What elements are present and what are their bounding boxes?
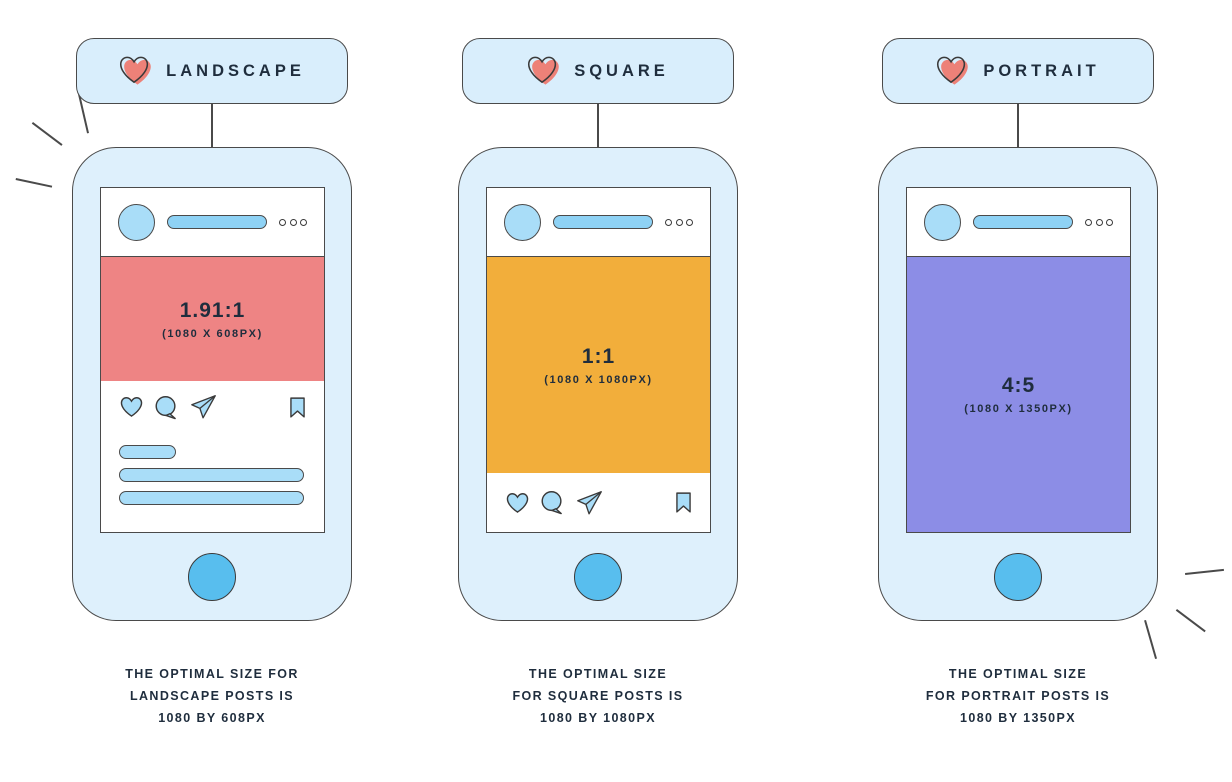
caption-line: FOR SQUARE POSTS IS: [512, 689, 684, 703]
connector-line: [1017, 104, 1019, 147]
heart-sticker-icon: [937, 56, 969, 85]
pixel-dimensions-text: (1080 X 1080PX): [544, 373, 653, 386]
burst-stroke: [15, 178, 53, 188]
home-button: [994, 553, 1042, 601]
avatar: [504, 203, 541, 241]
aspect-ratio-text: 1.91:1: [179, 298, 246, 322]
bookmark-icon: [676, 492, 691, 513]
comment-icon: [541, 491, 562, 515]
instagram-post-mockup: 1.91:1 (1080 X 608PX): [100, 187, 325, 533]
label-text: LANDSCAPE: [166, 61, 305, 80]
post-media-area: 1:1 (1080 X 1080PX): [487, 257, 710, 473]
avatar: [924, 203, 961, 241]
caption-line: 1080 BY 1080PX: [540, 711, 656, 725]
instagram-post-mockup: 1:1 (1080 X 1080PX): [486, 187, 711, 533]
caption-line: 1080 BY 1350PX: [960, 711, 1076, 725]
burst-stroke: [31, 122, 63, 146]
caption: THE OPTIMAL SIZE FOR SQUARE POSTS IS 108…: [458, 663, 738, 729]
heart-sticker-icon: [120, 56, 151, 85]
more-options-icon: [665, 218, 693, 226]
username-placeholder-bar: [167, 215, 267, 229]
placeholder-pill: [119, 491, 304, 505]
burst-stroke: [1185, 568, 1224, 575]
instagram-post-mockup: 4:5 (1080 X 1350PX): [906, 187, 1131, 533]
more-options-icon: [279, 218, 307, 226]
portrait-column: PORTRAIT 4:5 (1080 X 1350PX) THE OPTIMAL…: [878, 38, 1158, 729]
heart-sticker-icon: [528, 56, 559, 85]
connector-line: [211, 104, 213, 147]
avatar: [118, 203, 155, 241]
aspect-ratio-text: 4:5: [1001, 374, 1036, 397]
caption: THE OPTIMAL SIZE FOR PORTRAIT POSTS IS 1…: [878, 663, 1158, 729]
landscape-label-pill: LANDSCAPE: [76, 38, 348, 104]
landscape-column: LANDSCAPE 1.91:1 (1080 X 608PX): [72, 38, 352, 729]
post-header: [101, 188, 324, 257]
home-button: [574, 553, 622, 601]
username-placeholder-bar: [973, 215, 1073, 229]
caption-line: FOR PORTRAIT POSTS IS: [925, 689, 1111, 703]
caption-line: THE OPTIMAL SIZE: [948, 667, 1088, 681]
post-header: [487, 188, 710, 257]
bookmark-icon: [290, 396, 305, 418]
square-label-pill: SQUARE: [462, 38, 734, 104]
caption-line: 1080 BY 608PX: [158, 711, 266, 725]
post-media-area: 1.91:1 (1080 X 608PX): [101, 257, 324, 381]
comment-icon: [155, 395, 176, 419]
phone-frame: 1.91:1 (1080 X 608PX): [72, 147, 352, 621]
connector-line: [597, 104, 599, 147]
caption-line: THE OPTIMAL SIZE: [528, 667, 668, 681]
caption-line: LANDSCAPE POSTS IS: [129, 689, 295, 703]
phone-frame: 1:1 (1080 X 1080PX): [458, 147, 738, 621]
caption-line: THE OPTIMAL SIZE FOR: [125, 667, 299, 681]
post-header: [907, 188, 1130, 257]
username-placeholder-bar: [553, 215, 653, 229]
placeholder-pill: [119, 468, 304, 482]
portrait-label-pill: PORTRAIT: [882, 38, 1154, 104]
caption: THE OPTIMAL SIZE FOR LANDSCAPE POSTS IS …: [72, 663, 352, 729]
label-text: SQUARE: [574, 61, 669, 80]
label-text: PORTRAIT: [983, 61, 1100, 80]
phone-frame: 4:5 (1080 X 1350PX): [878, 147, 1158, 621]
post-action-row: [487, 473, 710, 532]
heart-icon: [120, 397, 143, 417]
home-button: [188, 553, 236, 601]
square-column: SQUARE 1:1 (1080 X 1080PX): [458, 38, 738, 729]
pixel-dimensions-text: (1080 X 608PX): [162, 327, 263, 340]
heart-icon: [506, 492, 529, 513]
caption-placeholder-lines: [101, 429, 324, 505]
aspect-ratio-text: 1:1: [581, 344, 616, 368]
share-icon: [191, 395, 216, 419]
more-options-icon: [1085, 218, 1113, 226]
share-icon: [577, 490, 602, 514]
burst-stroke: [1175, 609, 1206, 633]
pixel-dimensions-text: (1080 X 1350PX): [964, 403, 1073, 415]
post-action-row: [101, 385, 324, 429]
placeholder-pill: [119, 445, 176, 459]
post-media-area: 4:5 (1080 X 1350PX): [907, 257, 1130, 532]
